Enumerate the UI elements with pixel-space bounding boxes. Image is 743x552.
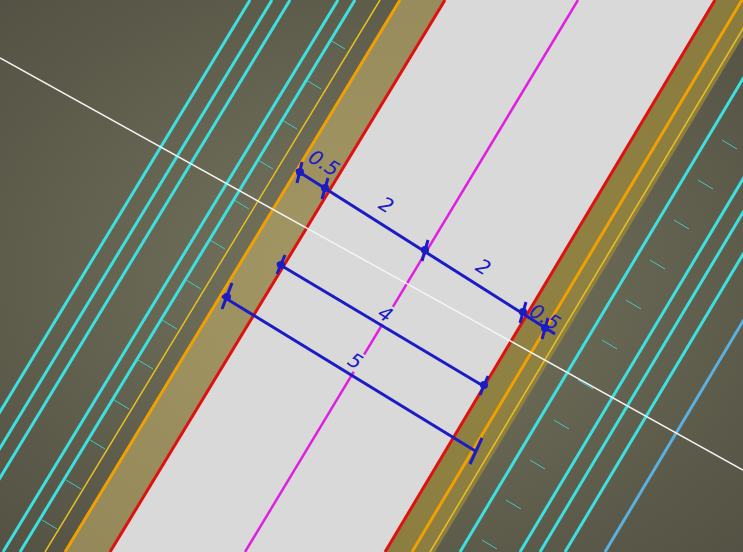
road-edge	[385, 0, 715, 552]
dimension-lines	[222, 162, 555, 464]
road-edge	[110, 0, 445, 552]
slope-hatching	[42, 40, 743, 549]
section-line	[0, 58, 743, 470]
dimension-dots	[223, 168, 549, 389]
left-lane-lines	[0, 0, 400, 552]
centre-line	[245, 0, 578, 552]
